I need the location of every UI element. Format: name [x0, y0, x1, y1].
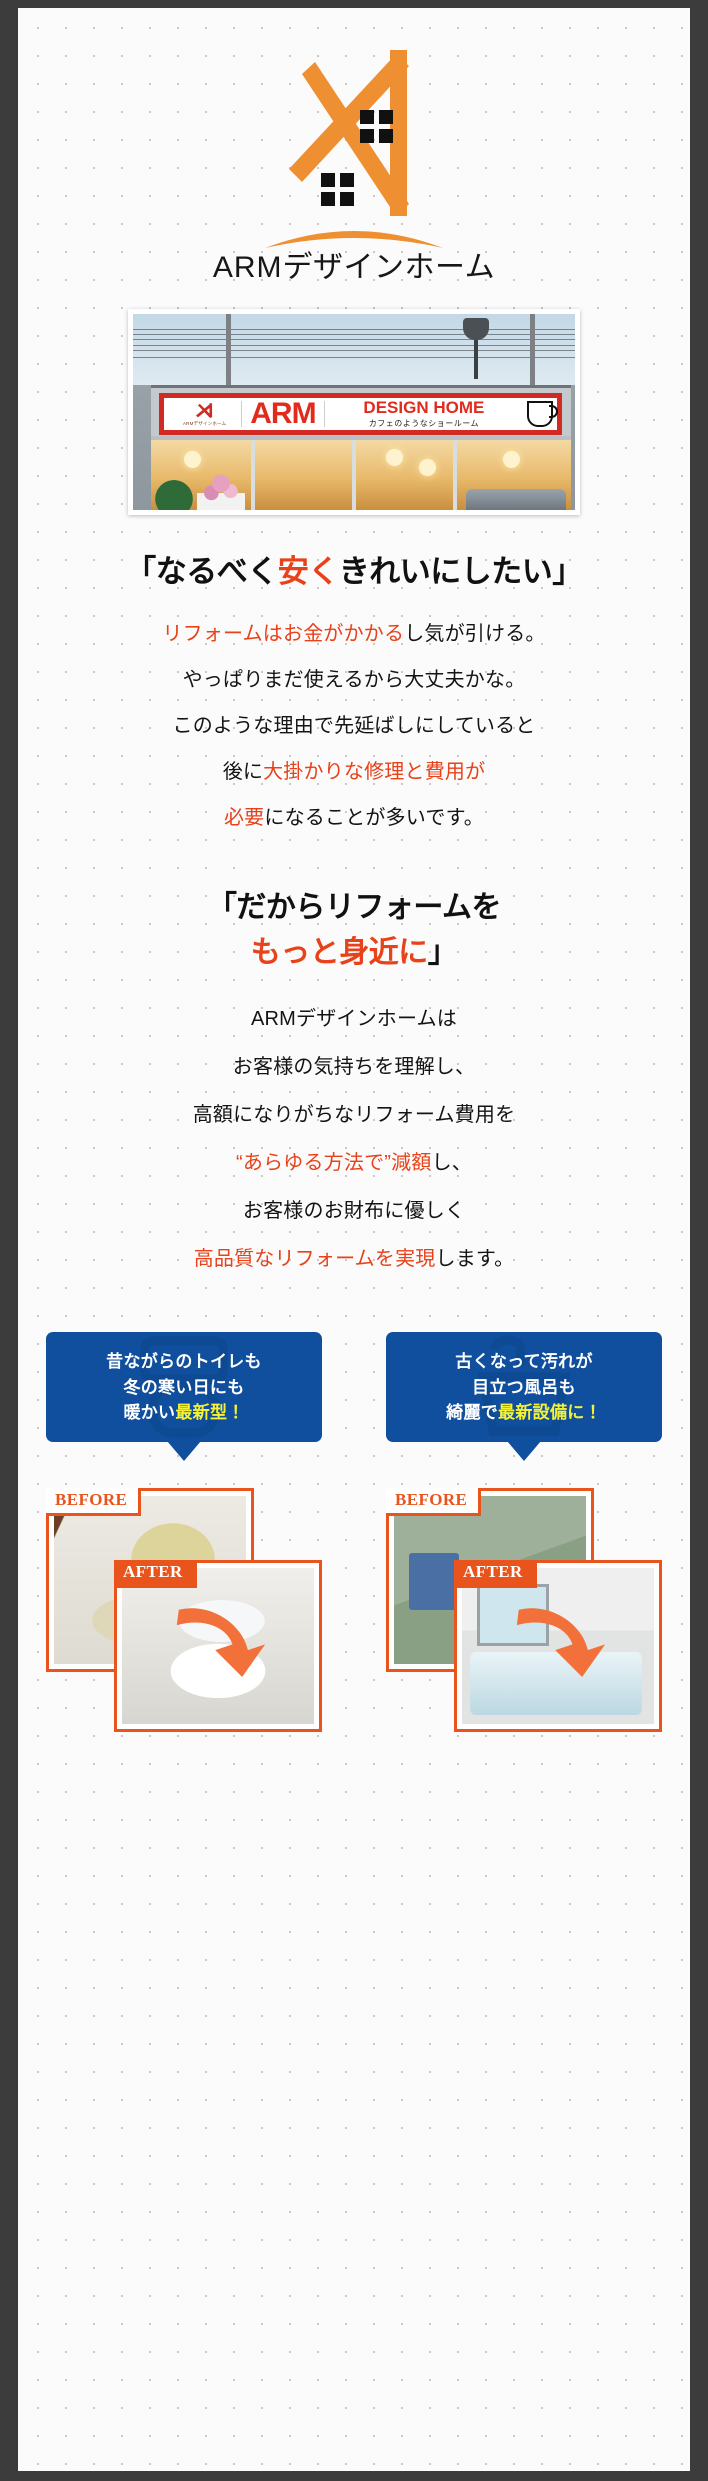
bubble-text: 綺麗で: [446, 1403, 499, 1423]
mid-heading-line2: もっと身近に」: [18, 930, 690, 975]
brand-logo: ARMデザインホーム: [18, 8, 690, 283]
sign-right-block: DESIGN HOME カフェのようなショールーム: [323, 398, 524, 429]
sign-mini-text: ARMデザインホーム: [182, 420, 227, 426]
content-sheet: ARMデザインホーム: [18, 8, 690, 2471]
copy-line: ARMデザインホームは: [18, 1005, 690, 1034]
lead-highlight: 安く: [277, 554, 340, 589]
storefront-photo-frame: ARMデザインホーム ARM DESIGN HOME カフェのようなショールーム: [128, 309, 580, 515]
copy-black: やっぱりまだ使えるから大丈夫かな。: [182, 668, 526, 691]
bubble-line: 冬の寒い日にも: [56, 1375, 312, 1401]
copy-line: お客様の気持ちを理解し、: [18, 1053, 690, 1082]
arm-house-logo-icon: [195, 402, 212, 418]
after-photo-card: AFTER: [454, 1560, 662, 1733]
copy-red: 必要: [223, 806, 265, 829]
coffee-cup-icon: [527, 401, 559, 428]
bubble-highlight: 最新型！: [175, 1403, 245, 1423]
copy-black: し、: [431, 1151, 472, 1174]
sign-mini-logo: ARMデザインホーム: [168, 401, 243, 427]
copy-black: このような理由で先延ばしにしていると: [172, 714, 536, 737]
copy-line: やっぱりまだ使えるから大丈夫かな。: [18, 666, 690, 695]
case-bubble: 古くなって汚れが 目立つ風呂も 綺麗で最新設備に！: [386, 1331, 662, 1443]
quote-open: 「: [125, 554, 156, 589]
copy-line: リフォームはお金がかかるし気が引ける。: [18, 620, 690, 649]
copy-black: になることが多いです。: [264, 806, 484, 829]
before-after-toilet: BEFORE AFTER: [46, 1488, 322, 1733]
copy-black: 高額になりがちなリフォーム費用を: [192, 1103, 516, 1126]
bubble-text: 暖かい: [123, 1403, 176, 1423]
copy-black: 後に: [222, 760, 264, 783]
after-label: AFTER: [114, 1560, 197, 1589]
mid-heading-line1: 「だからリフォームを: [206, 890, 502, 924]
storefront-photo: ARMデザインホーム ARM DESIGN HOME カフェのようなショールーム: [133, 314, 575, 510]
before-label: BEFORE: [386, 1488, 482, 1517]
copy-red: リフォームはお金がかかる: [162, 622, 405, 645]
lead-heading: 「なるべく安くきれいにしたい」: [18, 553, 690, 592]
quote-close: 」: [552, 554, 583, 589]
case-bubble: 昔ながらのトイレも 冬の寒い日にも 暖かい最新型！: [46, 1331, 322, 1443]
arm-house-logo-icon: [265, 50, 443, 248]
copy-line: お客様のお財布に優しく: [18, 1197, 690, 1226]
copy-line: “あらゆる方法で”減額し、: [18, 1149, 690, 1178]
case-toilet: 昔ながらのトイレも 冬の寒い日にも 暖かい最新型！ BEFORE: [46, 1331, 322, 1733]
copy-black: し気が引ける。: [404, 622, 546, 645]
brand-name-jp: デザインホーム: [282, 251, 496, 284]
copy-black: ARMデザインホームは: [250, 1007, 458, 1030]
brand-name-latin: ARM: [212, 251, 283, 284]
after-photo: [462, 1568, 654, 1725]
flower-stand: [196, 471, 245, 510]
before-label: BEFORE: [46, 1488, 142, 1517]
bubble-line: 目立つ風呂も: [396, 1375, 652, 1401]
after-label: AFTER: [454, 1560, 537, 1589]
copy-block-2: ARMデザインホームは お客様の気持ちを理解し、 高額になりがちなリフォーム費用…: [18, 1005, 690, 1274]
copy-black: お客様のお財布に優しく: [242, 1199, 466, 1222]
mid-heading-tail: 」: [427, 935, 458, 969]
street-lamp-icon: [462, 317, 489, 379]
copy-black: します。: [435, 1247, 515, 1270]
car: [465, 488, 567, 510]
copy-line: このような理由で先延ばしにしていると: [18, 712, 690, 741]
before-after-bath: BEFORE AFTER: [386, 1488, 662, 1733]
after-photo: [122, 1568, 314, 1725]
bubble-line: 綺麗で最新設備に！: [396, 1400, 652, 1426]
copy-line: 後に大掛かりな修理と費用が: [18, 758, 690, 787]
utility-pole: [225, 314, 231, 393]
mid-heading-highlight: もっと身近に: [250, 935, 429, 969]
case-bath: 古くなって汚れが 目立つ風呂も 綺麗で最新設備に！ BEFORE: [386, 1331, 662, 1733]
plant: [154, 473, 193, 510]
brand-name: ARMデザインホーム: [18, 253, 690, 283]
bubble-line: 昔ながらのトイレも: [56, 1349, 312, 1375]
bubble-text: 目立つ風呂も: [472, 1377, 576, 1397]
sign-brand-text: ARM: [250, 397, 316, 431]
after-photo-card: AFTER: [114, 1560, 322, 1733]
copy-red: 高品質なリフォームを実現: [193, 1247, 436, 1270]
lead-part1: なるべく: [155, 554, 279, 589]
shop-sign: ARMデザインホーム ARM DESIGN HOME カフェのようなショールーム: [159, 392, 563, 436]
sky: [133, 314, 575, 385]
copy-block-1: リフォームはお金がかかるし気が引ける。 やっぱりまだ使えるから大丈夫かな。 この…: [18, 620, 690, 833]
shop-sign-band: ARMデザインホーム ARM DESIGN HOME カフェのようなショールーム: [150, 384, 571, 439]
sign-subtitle-jp: カフェのようなショールーム: [368, 419, 480, 429]
copy-black: お客様の気持ちを理解し、: [232, 1055, 476, 1078]
copy-red: “あらゆる方法で”減額: [236, 1151, 432, 1174]
copy-line: 高品質なリフォームを実現します。: [18, 1245, 690, 1274]
shop-window: [150, 435, 571, 510]
mid-heading: 「だからリフォームを もっと身近に」: [18, 885, 690, 975]
copy-line: 必要になることが多いです。: [18, 804, 690, 833]
bubble-text: 古くなって汚れが: [455, 1351, 593, 1371]
bubble-line: 古くなって汚れが: [396, 1349, 652, 1375]
bubble-text: 昔ながらのトイレも: [106, 1351, 262, 1371]
bubble-highlight: 最新設備に！: [498, 1403, 602, 1423]
power-lines: [133, 326, 575, 373]
utility-pole: [530, 314, 536, 393]
bubble-text: 冬の寒い日にも: [123, 1377, 245, 1397]
sign-subtitle-latin: DESIGN HOME: [363, 398, 485, 418]
copy-red: 大掛かりな修理と費用が: [263, 760, 486, 783]
copy-line: 高額になりがちなリフォーム費用を: [18, 1101, 690, 1130]
case-columns: 昔ながらのトイレも 冬の寒い日にも 暖かい最新型！ BEFORE: [46, 1331, 662, 1733]
lead-part2: きれいにしたい: [338, 554, 553, 589]
bubble-line: 暖かい最新型！: [56, 1400, 312, 1426]
